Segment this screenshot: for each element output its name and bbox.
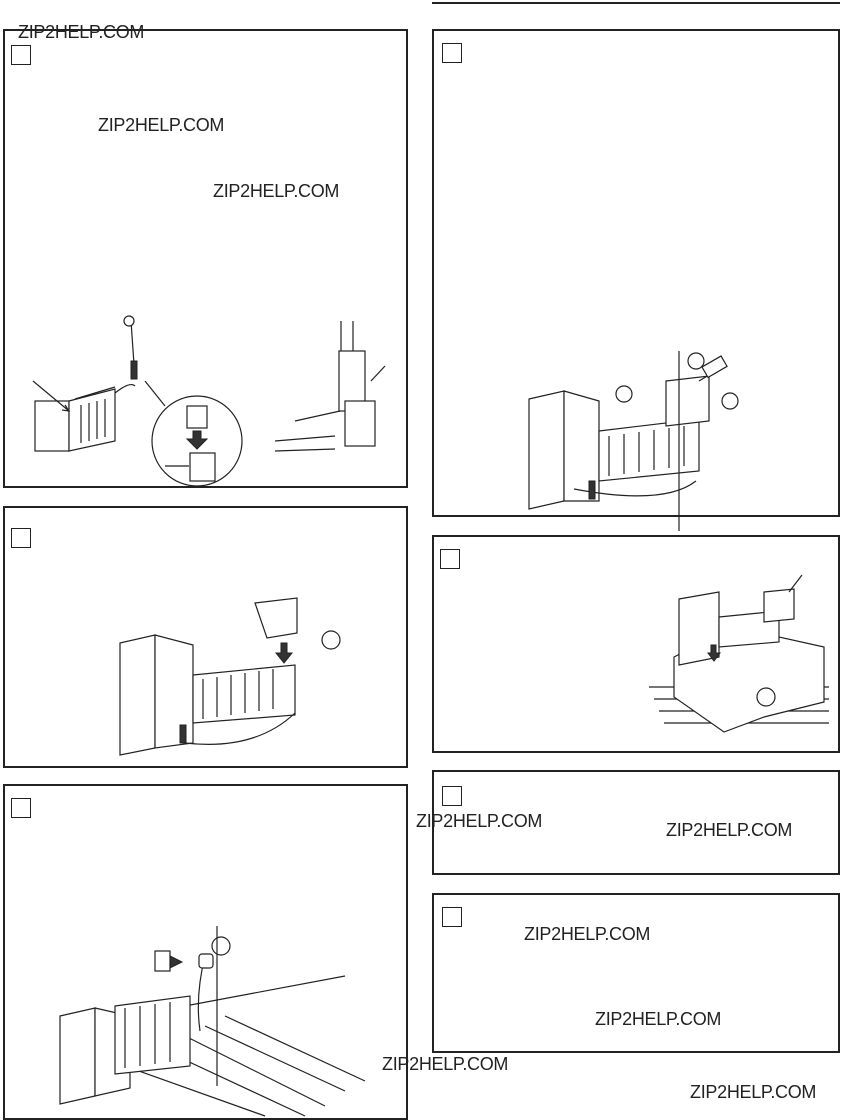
watermark-text: ZIP2HELP.COM: [524, 924, 651, 944]
watermark-text: ZIP2HELP.COM: [666, 820, 793, 840]
icemaker-freezer-bin-illustration: [649, 574, 829, 733]
step-panel-3: [3, 506, 408, 768]
watermark-text: ZIP2HELP.COM: [690, 1082, 817, 1102]
icemaker-with-callouts-illustration: [528, 351, 739, 531]
icemaker-shutoff-arm-illustration: [119, 597, 341, 756]
step-number-box: [442, 43, 462, 63]
watermark-text: ZIP2HELP.COM: [416, 811, 543, 831]
watermark-text: ZIP2HELP.COM: [18, 22, 145, 42]
step-panel-5: [432, 770, 840, 875]
step-number-box: [440, 549, 460, 569]
icemaker-shelf-plug-illustration: [59, 926, 366, 1117]
step-panel-6: [432, 893, 840, 1053]
step-number-box: [442, 786, 462, 806]
watermark-text: ZIP2HELP.COM: [595, 1009, 722, 1029]
step-panel-1: [3, 29, 408, 488]
step-panel-2: [432, 29, 840, 531]
step-number-box: [11, 798, 31, 818]
step-number-box: [11, 45, 31, 65]
step-number-box: [442, 907, 462, 927]
icemaker-fill-connection-illustration: [32, 315, 386, 487]
watermark-text: ZIP2HELP.COM: [382, 1054, 509, 1074]
watermark-text: ZIP2HELP.COM: [213, 181, 340, 201]
step-panel-4: [432, 535, 840, 753]
step-panel-7: [3, 784, 408, 1120]
top-rule: [432, 2, 840, 4]
watermark-text: ZIP2HELP.COM: [98, 115, 225, 135]
step-number-box: [11, 528, 31, 548]
